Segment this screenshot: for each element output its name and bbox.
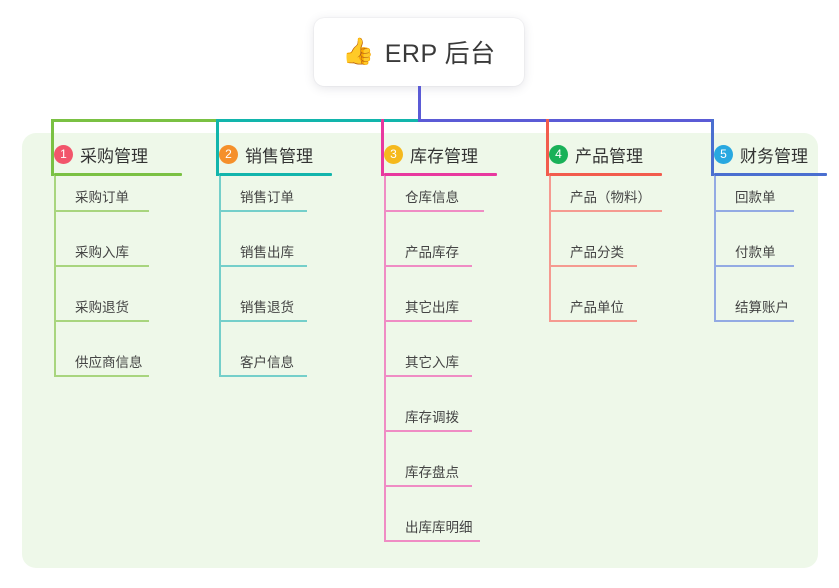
diagram-background-panel (22, 133, 818, 568)
leaf-item-label: 产品单位 (570, 300, 624, 315)
leaf-item-label: 库存盘点 (405, 465, 459, 480)
leaf-item-rule (54, 375, 149, 377)
branch-stem-4 (546, 119, 549, 176)
branch-title-1: 采购管理 (80, 146, 148, 166)
branch-stem-1 (51, 119, 54, 176)
branch-title-2: 销售管理 (245, 146, 313, 166)
branch-column-3: 3 库存管理仓库信息产品库存其它出库其它入库库存调拨库存盘点出库库明细 (368, 142, 497, 542)
leaf-item-rule (384, 320, 472, 322)
branch-badge-2: 2 (219, 144, 238, 164)
root-node-title: ERP 后台 (384, 40, 496, 68)
branch-header-3[interactable]: 3 库存管理 (368, 142, 478, 166)
branch-column-5: 5 财务管理回款单付款单结算账户 (698, 142, 827, 322)
branch-header-rule-5 (714, 173, 827, 176)
branch-spine-4 (549, 176, 551, 322)
branch-stem-5 (711, 119, 714, 176)
bus-segment-teal (216, 119, 422, 122)
branch-badge-1: 1 (54, 144, 73, 164)
thumbs-up-icon: 👍 (342, 37, 375, 67)
leaf-item-rule (714, 265, 794, 267)
leaf-item-rule (549, 320, 637, 322)
bus-segment-purple (417, 119, 714, 122)
root-node[interactable]: 👍 ERP 后台 (314, 18, 524, 86)
branch-header-1[interactable]: 1 采购管理 (38, 142, 148, 166)
leaf-item-label: 其它入库 (405, 355, 459, 370)
leaf-item-label: 采购退货 (75, 300, 129, 315)
branch-column-1: 1 采购管理采购订单采购入库采购退货供应商信息 (38, 142, 182, 377)
branch-header-rule-4 (549, 173, 662, 176)
leaf-item-rule (384, 540, 480, 542)
leaf-item-label: 库存调拨 (405, 410, 459, 425)
branch-column-4: 4 产品管理产品（物料） 产品分类产品单位 (533, 142, 662, 322)
leaf-item-rule (549, 210, 662, 212)
branch-header-rule-3 (384, 173, 497, 176)
branch-title-3: 库存管理 (410, 146, 478, 166)
branch-spine-3 (384, 176, 386, 542)
leaf-item-rule (549, 265, 637, 267)
leaf-item-label: 产品（物料） (570, 190, 651, 205)
leaf-item-rule (384, 210, 484, 212)
leaf-item-label: 客户信息 (240, 355, 294, 370)
branch-header-5[interactable]: 5 财务管理 (698, 142, 808, 166)
leaf-item-rule (219, 265, 307, 267)
leaf-item-label: 付款单 (735, 245, 776, 260)
branch-badge-3: 3 (384, 144, 403, 164)
branch-column-2: 2 销售管理销售订单销售出库销售退货客户信息 (203, 142, 332, 377)
leaf-item-rule (54, 210, 149, 212)
leaf-item-rule (219, 375, 307, 377)
branch-stem-3 (381, 119, 384, 176)
branch-header-rule-2 (219, 173, 332, 176)
branch-badge-4: 4 (549, 144, 568, 164)
branch-header-4[interactable]: 4 产品管理 (533, 142, 643, 166)
leaf-item-rule (219, 320, 307, 322)
leaf-item-label: 采购订单 (75, 190, 129, 205)
leaf-item-label: 仓库信息 (405, 190, 459, 205)
branch-title-4: 产品管理 (575, 146, 643, 166)
leaf-item-rule (54, 320, 149, 322)
leaf-item-label: 产品库存 (405, 245, 459, 260)
leaf-item-rule (54, 265, 149, 267)
leaf-item-label: 结算账户 (735, 300, 789, 315)
branch-header-rule-1 (54, 173, 182, 176)
leaf-item-label: 其它出库 (405, 300, 459, 315)
leaf-item-rule (714, 210, 794, 212)
leaf-item-label: 销售订单 (240, 190, 294, 205)
branch-spine-5 (714, 176, 716, 322)
branch-header-2[interactable]: 2 销售管理 (203, 142, 313, 166)
leaf-item-rule (384, 430, 472, 432)
leaf-item-label: 采购入库 (75, 245, 129, 260)
leaf-item-label: 供应商信息 (75, 355, 143, 370)
leaf-item-rule (384, 375, 472, 377)
branch-badge-5: 5 (714, 144, 733, 164)
branch-title-5: 财务管理 (740, 146, 808, 166)
leaf-item-label: 回款单 (735, 190, 776, 205)
branch-spine-1 (54, 176, 56, 377)
leaf-item-label: 销售退货 (240, 300, 294, 315)
leaf-item-rule (219, 210, 307, 212)
leaf-item-rule (384, 265, 472, 267)
leaf-item-label: 销售出库 (240, 245, 294, 260)
leaf-item-label: 产品分类 (570, 245, 624, 260)
branch-stem-2 (216, 119, 219, 176)
leaf-item-rule (384, 485, 472, 487)
root-stem (417, 86, 421, 122)
branch-spine-2 (219, 176, 221, 377)
leaf-item-rule (714, 320, 794, 322)
bus-segment-green (51, 119, 219, 122)
leaf-item-label: 出库库明细 (405, 520, 473, 535)
